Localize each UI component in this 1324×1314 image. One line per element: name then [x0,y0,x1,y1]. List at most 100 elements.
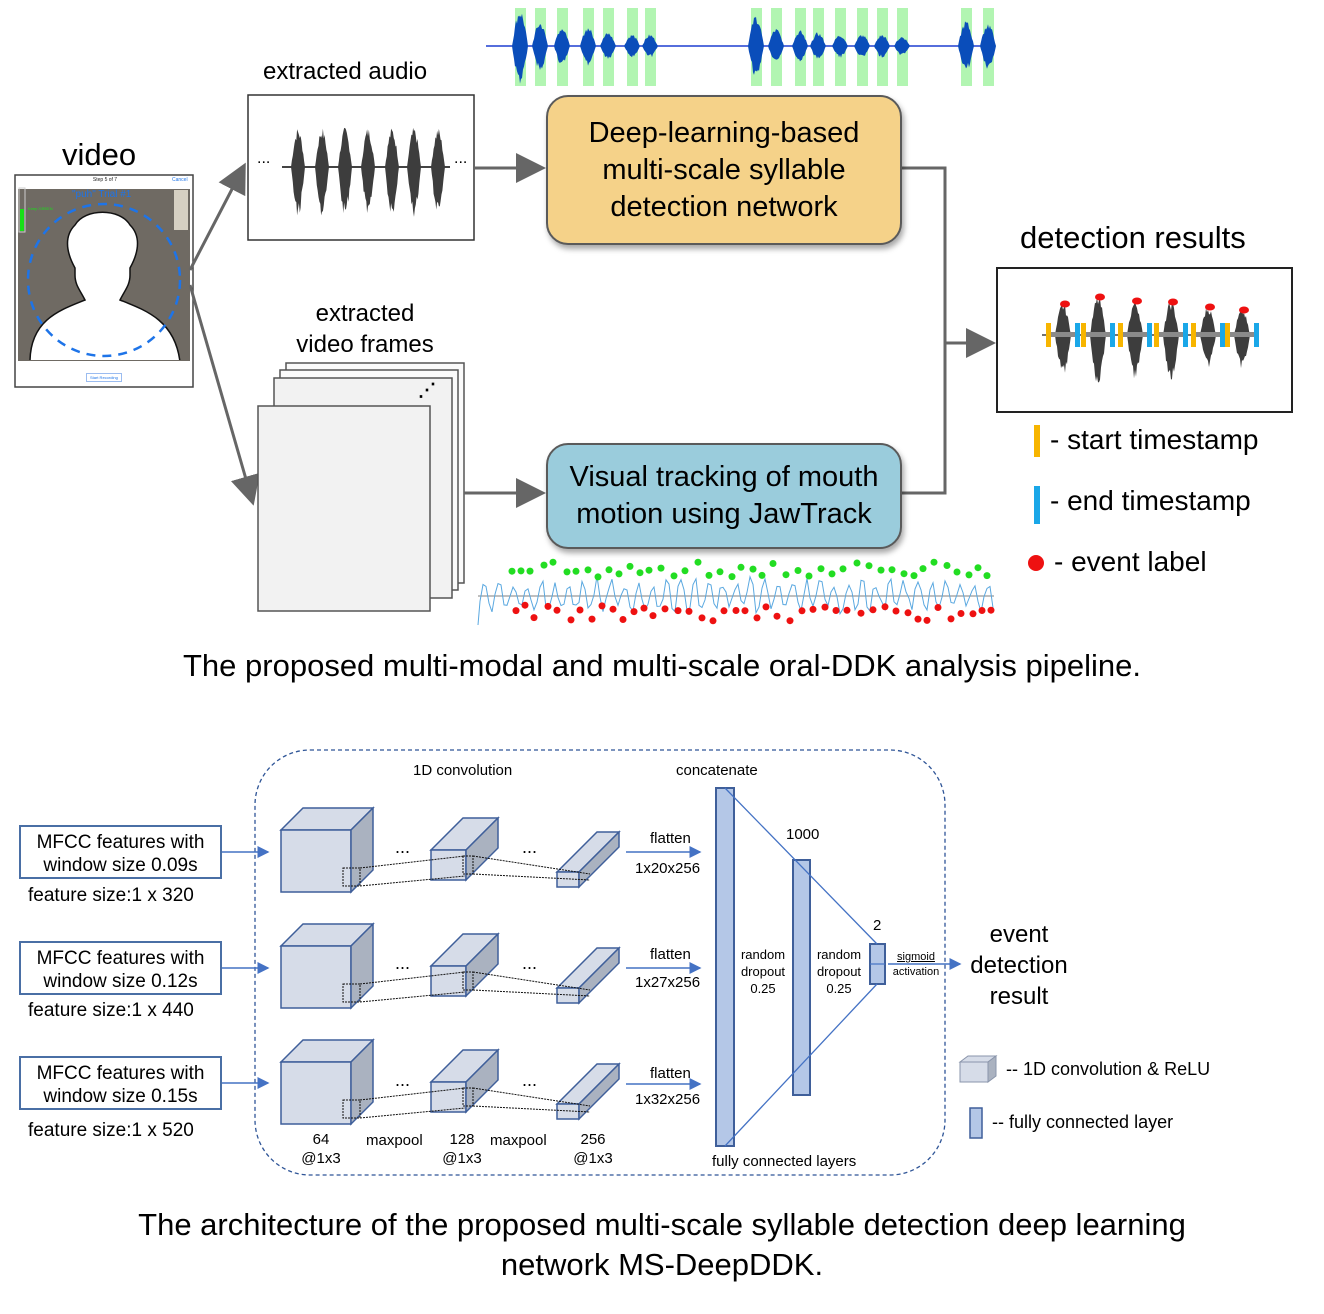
conv-block-64-side [350,1038,374,1126]
frames-label-line1: extracted [315,300,415,327]
trough-dot [809,605,817,613]
audio-ellipsis-left: ... [257,150,271,167]
peak-dot [645,566,653,574]
dl-box-line2: multi-scale syllable [602,153,846,186]
trough-dot [609,605,617,613]
start-marker [1081,323,1086,347]
projection [472,971,591,991]
start-marker [1118,323,1123,347]
peak-dot [794,567,802,574]
conv-block-64-side [350,922,374,1010]
peak-dot [828,570,836,578]
wave-burst [512,13,528,84]
projection [359,855,466,869]
audio-ellipsis-right: ... [454,150,468,167]
extracted-frames-label: extracted video frames [270,298,460,360]
end-timestamp-icon [1034,486,1040,524]
result-line2: detection [970,952,1068,979]
trough-dot [786,617,794,625]
end-marker [1254,323,1259,347]
conv-block-256-front [556,1103,580,1120]
maxpool-label-1: maxpool [366,1132,423,1149]
event-span [1049,332,1079,337]
wave-burst [768,29,784,60]
frames-ellipsis: ⋰ [418,380,436,400]
audio-waveform [282,127,450,217]
wave-burst [554,29,570,63]
trough-dot [821,603,829,611]
conv-block-64-front [280,829,352,893]
trough-dot [762,603,770,611]
result-line1: event [989,921,1049,948]
conv-label-256: 256 @1x3 [568,1130,618,1168]
video-trial-text: "puh" Trial #1 [72,189,132,200]
ellipsis-0b: ... [522,837,538,857]
ellipsis-0a: ... [395,837,411,857]
trough-dot [741,607,749,615]
ellipsis-1b: ... [522,953,538,973]
detection-results-title: detection results [1020,220,1246,255]
event-span [1157,332,1187,337]
trough-dot [530,614,538,622]
peak-dot [681,567,689,575]
trough-dot [567,616,575,624]
peak-dot [670,572,678,580]
end-marker [1147,323,1152,347]
event-span [1121,332,1151,337]
video-frames-stack [257,362,465,612]
end-marker [1183,323,1188,347]
person-silhouette-icon [29,211,181,360]
peak-dot [626,562,634,570]
input-0-line1: MFCC features with [36,832,205,853]
deep-learning-box: Deep-learning-based multi-scale syllable… [546,95,902,245]
projection [359,971,466,985]
peak-dot [919,565,927,573]
trough-dot [544,602,552,610]
end-marker [1110,323,1115,347]
start-marker [1225,323,1230,347]
extracted-audio-label: extracted audio [263,58,428,85]
trough-dot [773,612,781,620]
peak-dot [517,567,525,575]
audio-burst [291,129,305,216]
conv-block-256-front [556,871,580,888]
conv-block-256-top [555,947,621,989]
event-dot [1205,303,1215,311]
video-level-text: Keep GREEN [28,206,53,211]
trough-dot [923,616,931,624]
conv-256-filters: 256 [580,1131,606,1148]
input-box-1: MFCC features with window size 0.12s [19,941,222,995]
fc-size-2: 2 [873,917,882,934]
wave-burst [624,35,640,58]
legend-end-label: - end timestamp [1050,485,1251,516]
trough-dot [553,606,561,614]
jaw-signal [477,575,994,626]
start-marker [1046,323,1051,347]
trough-dot [588,615,596,623]
visual-tracking-box: Visual tracking of mouth motion using Ja… [546,443,902,549]
conv-block-128-side [465,932,499,998]
event-span [1194,332,1224,337]
event-dot [1168,298,1178,306]
event-span [1228,332,1258,337]
wave-burst [600,33,616,59]
conv-title: 1D convolution [413,762,513,779]
peak-dot [877,566,885,574]
wave-burst [894,37,910,56]
peak-dot [805,572,813,580]
peak-dot [974,564,982,572]
flatten-label-2: flatten [650,1065,691,1082]
pipeline-graphics [14,8,1293,626]
legend-conv-label: -- 1D convolution & ReLU [1006,1059,1211,1079]
projection [359,1087,466,1101]
conv-block-64-front [280,945,352,1009]
flatten-shape-0: 1x20x256 [635,860,701,877]
vt-box-line2: motion using JawTrack [576,498,872,530]
syllable-waveform-annotated [486,8,996,86]
trough-dot [512,607,520,615]
legend-event-label: - event label [1054,546,1207,577]
conv-block-64-top [279,807,375,831]
trough-dot [709,617,717,625]
wave-burst [854,35,870,56]
sigmoid-line1: sigmoid [897,951,935,963]
